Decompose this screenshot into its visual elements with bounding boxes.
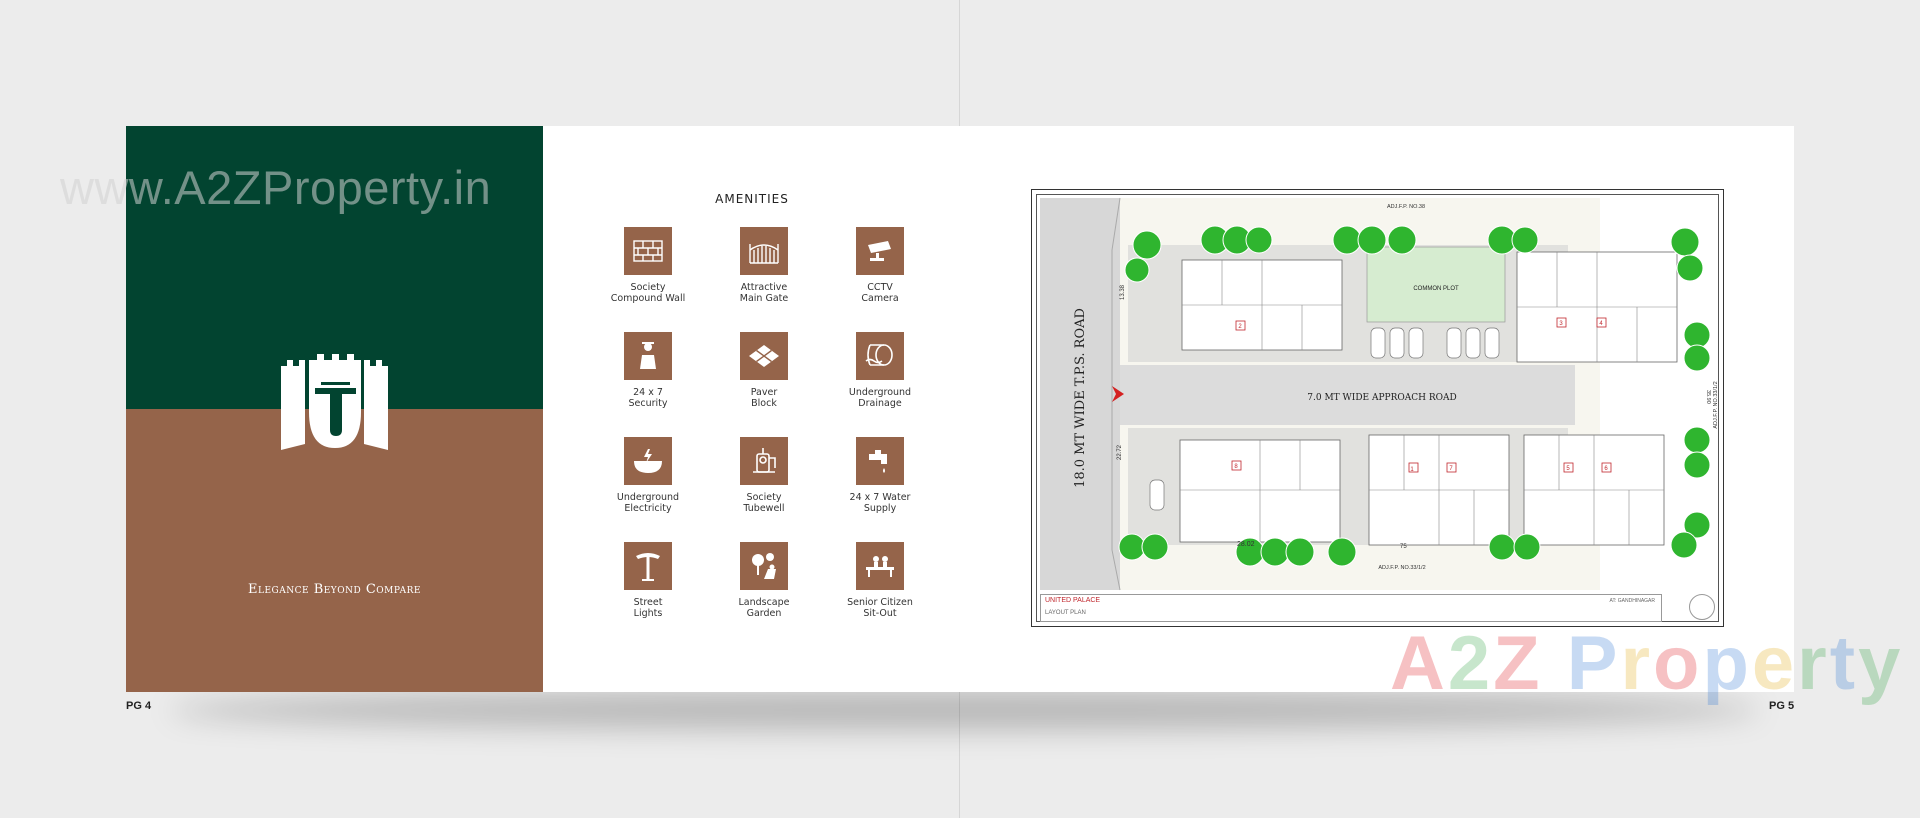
adj-top-label: ADJ.F.P. NO.38 xyxy=(1387,204,1425,210)
unit-label: 7 xyxy=(1449,466,1453,472)
main-road-label: 18.0 MT WIDE T.P.S. ROAD xyxy=(1073,308,1088,488)
amenity-label: CCTV Camera xyxy=(861,282,899,304)
unit-label: 5 xyxy=(1566,466,1570,472)
amenity-label: Paver Block xyxy=(750,387,778,409)
dim-1-label: 13.38 xyxy=(1120,284,1126,300)
amenity-item: Underground Drainage xyxy=(822,332,938,437)
amenity-label: Landscape Garden xyxy=(738,597,790,619)
dim-3-label: 28.02 xyxy=(1237,541,1255,548)
unit-label: 4 xyxy=(1599,321,1603,327)
unit-label: 8 xyxy=(1234,464,1238,470)
amenity-item: Society Compound Wall xyxy=(590,227,706,332)
site-watermark: www.A2ZProperty.in xyxy=(60,161,492,214)
electricity-icon xyxy=(624,437,672,485)
amenity-item: 24 x 7 Security xyxy=(590,332,706,437)
street-light-icon xyxy=(624,542,672,590)
paver-block-icon xyxy=(740,332,788,380)
bench-icon xyxy=(856,542,904,590)
security-guard-icon xyxy=(624,332,672,380)
amenity-label: Street Lights xyxy=(633,597,663,619)
amenity-item: Street Lights xyxy=(590,542,706,647)
brochure-spread: Elegance Beyond Compare xyxy=(126,126,1794,692)
adj-right-label: ADJ.F.P. NO.33/1/2 xyxy=(1713,381,1719,428)
brick-wall-icon xyxy=(624,227,672,275)
amenity-item: Attractive Main Gate xyxy=(706,227,822,332)
dim-4-label: 75 xyxy=(1400,544,1407,550)
common-plot-label: COMMON PLOT xyxy=(1413,286,1459,292)
amenity-item: Society Tubewell xyxy=(706,437,822,542)
unit-label: 1 xyxy=(1410,467,1414,473)
unit-label: 6 xyxy=(1604,466,1608,472)
amenity-item: Senior Citizen Sit-Out xyxy=(822,542,938,647)
spread-shadow xyxy=(170,690,1760,730)
page-number-right: PG 5 xyxy=(1769,700,1795,712)
plan-title-block: UNITED PALACE LAYOUT PLAN AT: GANDHINAGA… xyxy=(1040,594,1662,622)
dim-5-label: 35.90 xyxy=(1705,390,1711,404)
amenity-label: Underground Drainage xyxy=(848,387,912,409)
dim-2-label: 22.72 xyxy=(1117,444,1123,460)
amenity-label: Society Tubewell xyxy=(743,492,785,514)
brand-watermark-logo: A2Z Property xyxy=(1390,621,1904,706)
amenity-label: Attractive Main Gate xyxy=(739,282,789,304)
water-tap-icon xyxy=(856,437,904,485)
amenity-label: 24 x 7 Water Supply xyxy=(849,492,911,514)
amenity-label: Society Compound Wall xyxy=(610,282,686,304)
adj-bottom-label: ADJ.F.P. NO.33/1/2 xyxy=(1378,565,1425,571)
brown-panel xyxy=(126,409,543,692)
amenity-label: 24 x 7 Security xyxy=(628,387,668,409)
garden-icon xyxy=(740,542,788,590)
location-label: AT: GANDHINAGAR xyxy=(1609,598,1655,604)
approach-road-label: 7.0 MT WIDE APPROACH ROAD xyxy=(1307,393,1456,403)
drainage-pipe-icon xyxy=(856,332,904,380)
gate-icon xyxy=(740,227,788,275)
unit-label: 2 xyxy=(1238,324,1242,330)
tagline: Elegance Beyond Compare xyxy=(248,582,421,597)
tubewell-icon xyxy=(740,437,788,485)
amenity-item: Landscape Garden xyxy=(706,542,822,647)
page-number-left: PG 4 xyxy=(126,700,152,712)
amenity-label: Senior Citizen Sit-Out xyxy=(847,597,913,619)
amenity-label: Underground Electricity xyxy=(616,492,680,514)
castle-logo-icon xyxy=(281,354,388,450)
north-compass-icon xyxy=(1689,594,1715,620)
amenities-grid: Society Compound Wall Attractive Main Ga… xyxy=(590,227,913,647)
amenity-item: 24 x 7 Water Supply xyxy=(822,437,938,542)
project-name: UNITED PALACE xyxy=(1045,597,1101,604)
site-plan-drawing: 18.0 MT WIDE T.P.S. ROAD 7.0 MT WIDE APP… xyxy=(1040,197,1719,591)
layout-plan: 18.0 MT WIDE T.P.S. ROAD 7.0 MT WIDE APP… xyxy=(1031,189,1724,627)
amenities-title: AMENITIES xyxy=(715,192,789,206)
unit-label: 3 xyxy=(1559,321,1563,327)
amenity-item: Paver Block xyxy=(706,332,822,437)
amenity-item: Underground Electricity xyxy=(590,437,706,542)
amenity-item: CCTV Camera xyxy=(822,227,938,332)
sheet-name: LAYOUT PLAN xyxy=(1045,610,1086,616)
cctv-camera-icon xyxy=(856,227,904,275)
